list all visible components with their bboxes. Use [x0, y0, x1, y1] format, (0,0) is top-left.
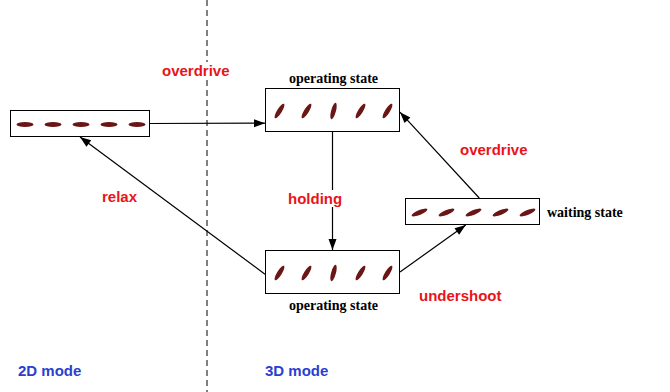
lc-molecule: [519, 207, 537, 218]
lc-molecule: [329, 102, 338, 120]
state-label: operating state: [289, 298, 378, 314]
state-label: waiting state: [547, 205, 623, 221]
lc-molecule: [273, 103, 286, 120]
arrow-head: [329, 239, 337, 250]
transition-label: overdrive: [160, 62, 232, 79]
transition-arrow: [150, 119, 265, 127]
lc-molecules: [266, 89, 399, 131]
lc-molecules: [406, 199, 539, 224]
lc-molecule: [411, 207, 429, 218]
lc-molecule: [129, 122, 146, 127]
state-label: operating state: [289, 71, 378, 87]
state-box: waiting state: [405, 198, 540, 225]
lc-molecule: [17, 122, 34, 127]
lc-molecule: [45, 122, 62, 127]
transition-label: undershoot: [417, 287, 504, 304]
arrow-head: [80, 137, 91, 147]
transition-arrow: [80, 137, 265, 274]
lc-molecule: [354, 265, 367, 282]
arrow-line: [80, 137, 265, 274]
lc-molecule: [438, 207, 456, 218]
transition-label: holding: [286, 190, 344, 207]
lc-molecule: [300, 265, 313, 282]
mode-label: 2D mode: [18, 362, 81, 379]
lc-molecule: [492, 207, 510, 218]
lc-molecules: [11, 111, 149, 136]
state-box: operating state: [265, 250, 400, 294]
lc-molecule: [381, 103, 394, 120]
transition-arrow: [400, 225, 466, 272]
transition-label: relax: [100, 188, 139, 205]
arrow-head: [254, 119, 265, 127]
arrow-head: [454, 225, 465, 235]
lc-molecule: [73, 122, 90, 127]
lc-molecule: [101, 122, 118, 127]
arrow-line: [400, 225, 466, 272]
state-box: [10, 110, 150, 137]
lc-molecule: [381, 265, 394, 282]
lc-molecules: [266, 251, 399, 293]
lc-molecule: [354, 103, 367, 120]
lc-molecule: [300, 103, 313, 120]
arrow-line: [150, 123, 265, 125]
lc-molecule: [273, 265, 286, 282]
transition-label: overdrive: [458, 141, 530, 158]
lc-molecule: [329, 264, 338, 282]
mode-label: 3D mode: [265, 362, 328, 379]
lc-molecule: [465, 207, 483, 218]
arrow-head: [400, 112, 410, 123]
state-box: operating state: [265, 88, 400, 132]
